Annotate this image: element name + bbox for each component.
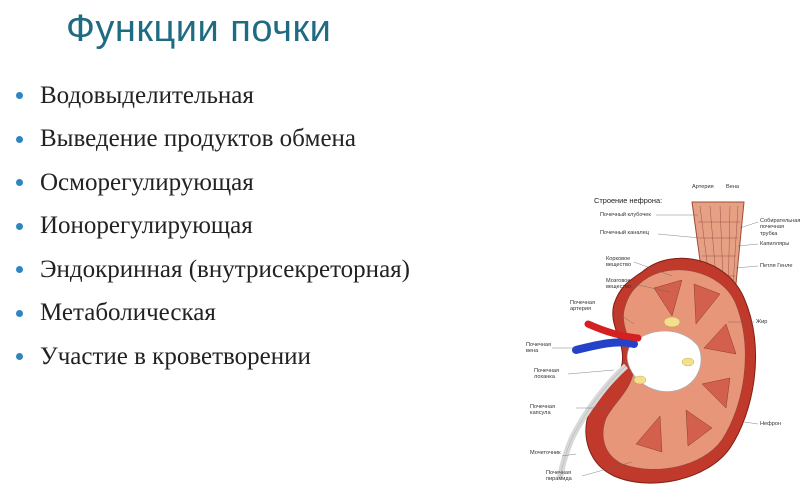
list-item: Метаболическая — [16, 292, 410, 336]
list-item-text: Эндокринная (внутрисекреторная) — [40, 255, 410, 283]
label-capsule: Почечная капсула — [530, 404, 555, 417]
label-glomerulus: Почечный клубочек — [600, 212, 651, 218]
fat-2 — [681, 357, 695, 367]
label-capillaries: Капилляры — [760, 241, 790, 247]
renal-artery — [584, 320, 642, 342]
label-vein: Вена — [726, 184, 740, 190]
bullet-dot-icon — [16, 92, 23, 100]
label-ureter: Мочеточник — [530, 450, 561, 456]
pyramid-3 — [703, 323, 737, 355]
list-item-text: Осморегулирующая — [40, 168, 254, 196]
label-cortex: Корковое вещество — [606, 256, 632, 269]
fat-1 — [663, 316, 681, 328]
bullet-dot-icon — [16, 135, 23, 143]
label-medulla: Мозговое вещество — [606, 278, 632, 291]
list-item: Выведение продуктов обмена — [16, 118, 410, 162]
pyramid-4 — [701, 377, 731, 409]
list-item-text: Выведение продуктов обмена — [40, 125, 357, 153]
list-item-text: Метаболическая — [40, 299, 216, 327]
kidney-diagram: Строение нефрона: Артерия Вена Почечный … — [522, 176, 800, 494]
list-item: Осморегулирующая — [16, 161, 410, 205]
diagram-title: Строение нефрона: — [594, 196, 663, 205]
kidney-illustration — [552, 201, 759, 484]
label-renal-vein: Почечная вена — [526, 342, 551, 355]
label-collecting: Собирательная почечная трубка — [760, 218, 800, 237]
label-pelvis: Почечная лоханка — [534, 368, 559, 381]
bullet-dot-icon — [16, 179, 23, 187]
list-item-text: Водовыделительная — [40, 81, 254, 109]
pyramid-1 — [653, 279, 683, 317]
list-item-text: Ионорегулирующая — [40, 212, 253, 240]
bullet-dot-icon — [16, 353, 23, 361]
pyramid-6 — [635, 415, 663, 453]
bullet-dot-icon — [16, 309, 23, 317]
list-item: Участие в кроветворении — [16, 335, 410, 379]
pyramid-2 — [693, 283, 721, 325]
bullet-dot-icon — [16, 222, 23, 230]
renal-vein — [572, 338, 638, 354]
fat-3 — [633, 375, 647, 385]
bullet-dot-icon — [16, 266, 23, 274]
renal-pelvis — [626, 330, 702, 392]
list-item-text: Участие в кроветворении — [40, 342, 311, 370]
list-item: Эндокринная (внутрисекреторная) — [16, 248, 410, 292]
list-item: Водовыделительная — [16, 74, 410, 118]
pyramid-5 — [685, 409, 713, 447]
label-artery: Артерия — [692, 184, 714, 190]
label-nephron: Нефрон — [760, 421, 782, 427]
slide-title: Функции почки — [66, 8, 332, 50]
label-renal-artery: Почечная артерия — [570, 300, 595, 313]
function-list: Водовыделительная Выведение продуктов об… — [16, 74, 410, 379]
label-pyramid: Почечная пирамида — [546, 470, 572, 483]
label-tubule: Почечный каналец — [600, 230, 650, 236]
label-fat: Жир — [756, 319, 768, 325]
label-loop: Петля Генле — [760, 263, 793, 269]
list-item: Ионорегулирующая — [16, 205, 410, 249]
